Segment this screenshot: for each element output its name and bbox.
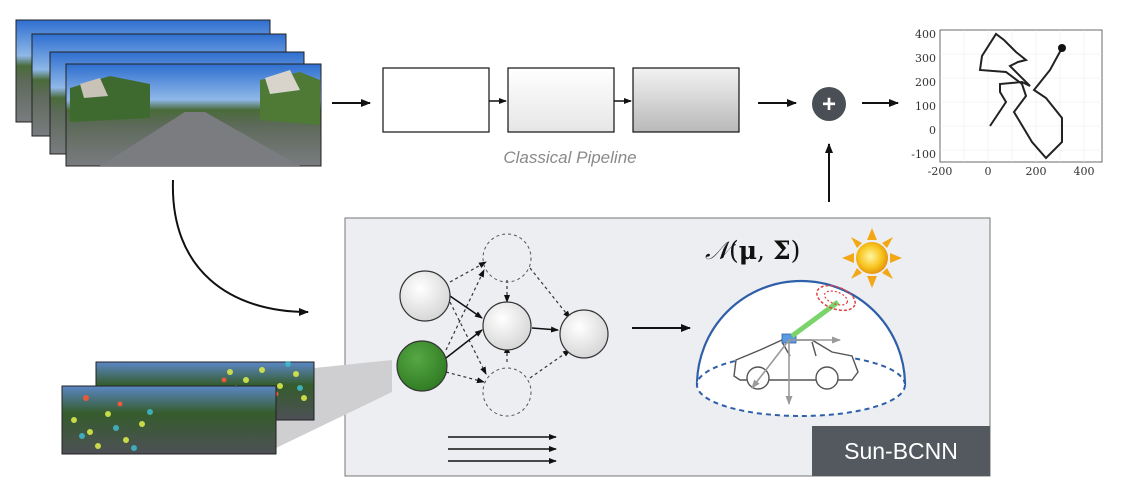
camera-image-stack [15,19,322,167]
neural-network [396,233,609,417]
feature-image-front [61,385,277,455]
pipeline-stage-2 [507,67,615,133]
uncertainty-ellipse-outer [816,284,856,312]
sun-bcnn-badge: Sun-BCNN [812,426,990,476]
pipeline-stage-3 [632,67,740,133]
y-tick-0: 0 [929,124,936,137]
normal-symbol: 𝒩 [705,236,729,265]
sun-direction-dome [695,279,907,417]
trajectory-path [978,32,1063,160]
y-tick-200: 200 [915,76,936,89]
comma-separator: , [757,236,773,265]
x-tick-400: 400 [1074,165,1095,178]
arrow-images-to-bcnn [171,179,309,316]
dropout-node-bottom [482,367,532,417]
gaussian-distribution-label: 𝒩(μ, Σ) [705,236,845,276]
trajectory-end-marker [1058,44,1066,52]
mu-symbol: μ [738,236,758,265]
plus-symbol: + [822,91,836,118]
feature-image-stack [61,361,315,455]
multi-sample-arrows [448,434,557,464]
plot-grid [940,30,1102,162]
trajectory-plot: 400 300 200 100 0 -100 -200 0 200 400 [911,28,1103,178]
pipeline-stage-1 [382,67,490,133]
dropout-node-top [482,233,532,283]
x-tick-200: 200 [1026,165,1047,178]
uncertainty-ellipse-inner [823,290,849,306]
x-tick-minus200: -200 [928,165,953,178]
output-node [559,309,609,359]
input-node-1 [399,270,451,322]
y-tick-100: 100 [915,100,936,113]
image-frame-front [65,63,322,167]
sigma-symbol: Σ [772,236,791,265]
x-tick-0: 0 [985,165,992,178]
plot-frame [939,29,1103,163]
sun-icon [842,228,902,288]
y-tick-300: 300 [915,52,936,65]
y-tick-400: 400 [915,28,936,41]
hidden-node [482,301,532,351]
classical-pipeline [382,67,740,133]
fusion-plus-icon: + [812,87,846,121]
input-node-2-highlighted [396,340,448,392]
classical-pipeline-label: Classical Pipeline [503,148,637,167]
open-paren: ( [728,236,739,265]
vehicle-axes [751,336,841,405]
y-tick-minus100: -100 [911,148,936,161]
close-paren: ) [790,236,801,265]
